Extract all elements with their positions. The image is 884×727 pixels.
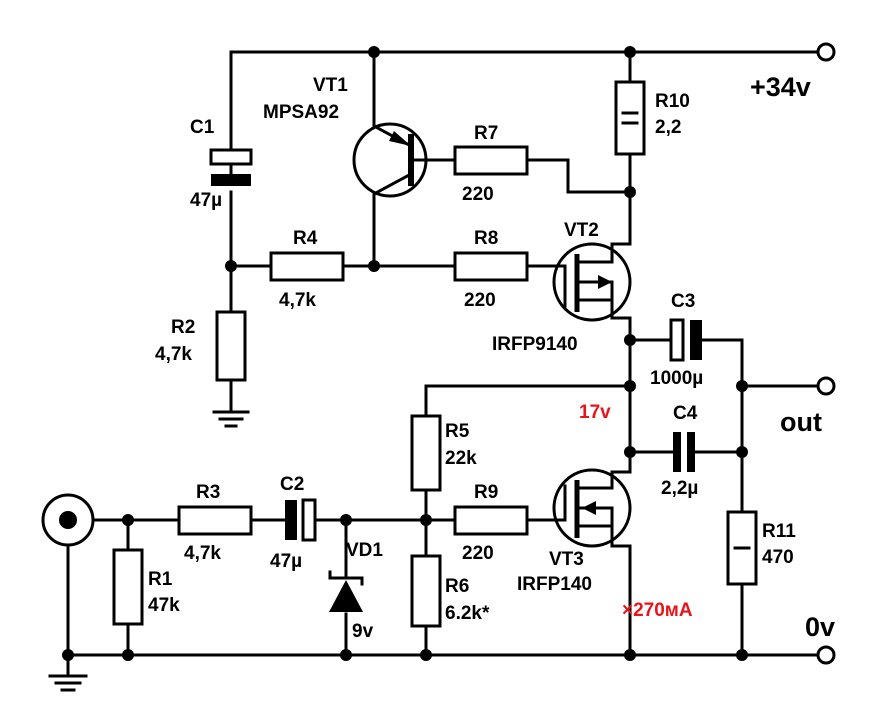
transistor-vt2	[550, 242, 632, 322]
label-vt3: VT3	[549, 549, 584, 570]
label-r3: R3	[196, 482, 220, 503]
ground-icon	[212, 410, 250, 428]
terminal-pos	[816, 42, 836, 62]
value-r7: 220	[462, 184, 494, 205]
zener-diode-vd1	[328, 570, 364, 612]
resistor-r5	[410, 414, 442, 492]
midpoint-voltage: 17v	[579, 402, 611, 423]
label-r9: R9	[474, 482, 498, 503]
label-r7: R7	[474, 123, 498, 144]
output-label: out	[780, 407, 822, 437]
ground-icon	[48, 674, 88, 692]
label-r10: R10	[655, 91, 690, 112]
capacitor-c2	[285, 498, 317, 542]
junctions	[62, 46, 748, 661]
terminal-out	[816, 376, 836, 396]
label-r11: R11	[762, 521, 796, 542]
capacitor-c3	[669, 318, 702, 362]
capacitor-c1	[209, 148, 253, 186]
label-r6: R6	[445, 576, 469, 597]
resistor-r1	[112, 548, 144, 626]
transistor-vt1	[352, 108, 428, 202]
value-vd1: 9v	[352, 621, 374, 642]
label-vt1: VT1	[313, 75, 348, 96]
value-r6: 6.2k*	[445, 603, 490, 624]
value-r9: 220	[462, 543, 494, 564]
value-r5: 22k	[445, 448, 477, 469]
rail-ground-label: 0v	[805, 612, 835, 642]
value-c1: 47µ	[190, 190, 222, 211]
part-vt3: IRFP140	[517, 574, 592, 595]
rail-positive-label: +34v	[750, 72, 811, 102]
resistor-r3	[177, 505, 253, 536]
label-r5: R5	[445, 421, 470, 442]
resistor-r2	[215, 310, 247, 382]
value-c4: 2,2µ	[661, 478, 698, 499]
input-jack	[41, 493, 95, 547]
current-annotation: ×270мА	[622, 600, 693, 621]
resistor-r10	[614, 80, 646, 156]
resistor-r4	[269, 251, 345, 282]
label-c3: C3	[671, 291, 695, 312]
resistor-r9	[453, 505, 529, 536]
labels: C1 47µ VT1 MPSA92 R7 220 R10 2,2 +34v R4…	[148, 72, 835, 642]
label-r1: R1	[148, 569, 173, 590]
label-r4: R4	[293, 228, 318, 249]
value-r2: 4,7k	[155, 344, 192, 365]
value-r1: 47k	[148, 595, 180, 616]
label-c2: C2	[280, 474, 304, 495]
capacitor-c4	[673, 432, 695, 472]
value-c3: 1000µ	[650, 368, 703, 389]
part-vt2: IRFP9140	[492, 334, 578, 355]
value-r3: 4,7k	[184, 543, 221, 564]
label-c1: C1	[190, 117, 215, 138]
label-c4: C4	[673, 403, 698, 424]
part-vt1: MPSA92	[263, 102, 339, 123]
resistor-r7	[453, 145, 529, 176]
value-r4: 4,7k	[279, 290, 316, 311]
value-r8: 220	[464, 290, 496, 311]
label-vt2: VT2	[564, 220, 599, 241]
value-r11: 470	[762, 547, 794, 568]
transistor-vt3	[550, 468, 632, 548]
label-r2: R2	[171, 317, 195, 338]
terminal-gnd	[816, 645, 836, 665]
label-vd1: VD1	[346, 540, 383, 561]
resistor-r8	[453, 251, 529, 282]
label-r8: R8	[474, 228, 498, 249]
value-r10: 2,2	[655, 117, 681, 138]
value-c2: 47µ	[270, 551, 302, 572]
resistor-r6	[410, 554, 442, 628]
